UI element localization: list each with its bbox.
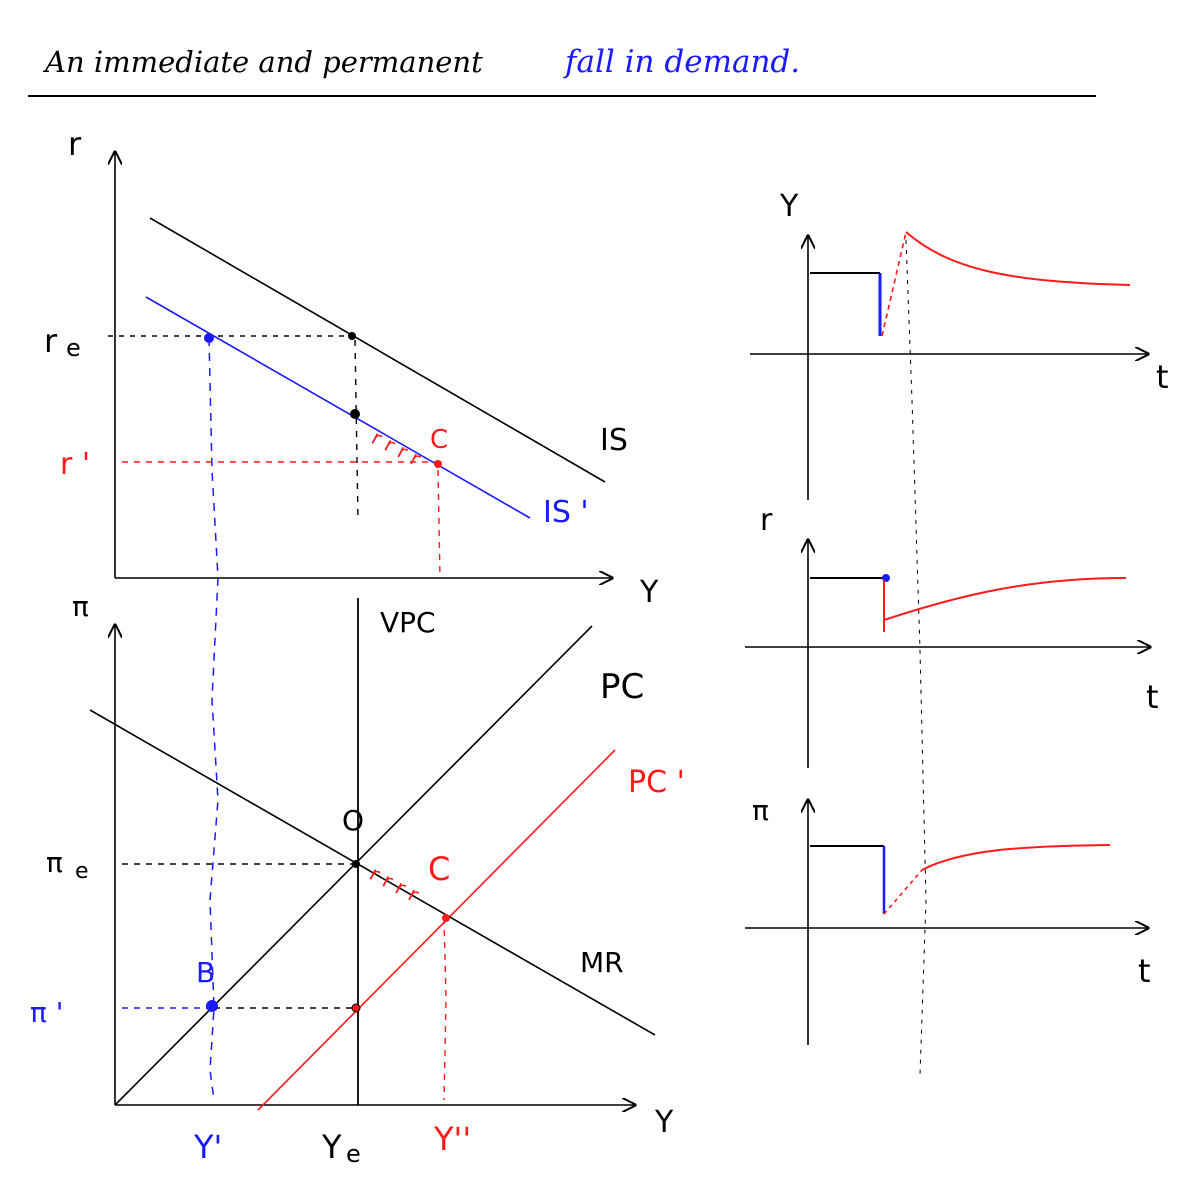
pi-panel-y-label: π xyxy=(752,794,769,827)
pc-prime-curve xyxy=(257,749,616,1111)
pi-path-recovery xyxy=(921,844,1111,871)
r-panel-x-label: t xyxy=(1146,678,1159,716)
ydouble-dashed-top xyxy=(437,469,441,579)
pc-point-b-label: B xyxy=(196,956,215,989)
pc-prime-label: PC ' xyxy=(628,765,685,800)
pie-label: π xyxy=(46,846,63,879)
yprime-connector xyxy=(208,337,219,1101)
pc-label: PC xyxy=(600,667,644,707)
pc-x-axis-label: Y xyxy=(654,1105,674,1140)
title-blue: fall in demand. xyxy=(563,44,800,80)
y-path-recovery xyxy=(905,231,1131,286)
rprime-label: r ' xyxy=(60,447,90,482)
is-prime-curve xyxy=(145,296,531,519)
pc-point-o-label: O xyxy=(342,804,364,837)
is-point-c xyxy=(434,460,442,468)
re-label: r xyxy=(44,322,58,360)
pi-time-panel: π t xyxy=(745,794,1151,1045)
pc-y-axis-label: π xyxy=(72,590,89,623)
time-guide xyxy=(905,239,927,1076)
is-curve xyxy=(149,217,606,483)
is-prime-label: IS ' xyxy=(543,495,589,530)
ye-label: Y xyxy=(321,1128,342,1166)
mr-curve xyxy=(89,709,656,1036)
is-y-axis-label: r xyxy=(68,125,82,163)
pc-point-ye xyxy=(351,1003,361,1013)
is-point-c-label: C xyxy=(430,425,448,455)
mr-label: MR xyxy=(580,946,624,979)
y-path-jump xyxy=(881,231,907,337)
re-sub: e xyxy=(66,334,81,362)
pc-adjust-arrows: r r r r xyxy=(366,861,424,907)
y-panel-y-label: Y xyxy=(779,189,799,224)
vpc-label: VPC xyxy=(380,606,436,639)
pi-panel-x-label: t xyxy=(1138,952,1151,990)
ydouble-connector xyxy=(443,917,447,1101)
pie-sub: e xyxy=(75,859,89,884)
pc-point-o xyxy=(352,860,360,868)
is-diagram: r Y IS IS ' r e r ' r r r r C VPC xyxy=(44,125,659,639)
piprime-label: π ' xyxy=(30,996,63,1029)
is-point-origin xyxy=(348,332,356,340)
yprime-label: Y' xyxy=(193,1128,222,1166)
y-time-panel: Y t xyxy=(750,189,1169,500)
r-time-panel: r t xyxy=(745,503,1159,768)
is-point-shifted xyxy=(350,409,360,419)
is-x-axis-label: Y xyxy=(639,575,659,610)
ye-dashed-top xyxy=(354,339,359,521)
ydouble-label: Y'' xyxy=(433,1120,471,1158)
title-black: An immediate and permanent xyxy=(42,45,483,79)
is-adjust-arrows: r r r r xyxy=(368,425,426,471)
pc-diagram: π Y PC PC ' MR π e π ' O B C r xyxy=(30,337,685,1168)
is-label: IS xyxy=(600,423,628,458)
pc-point-c-label: C xyxy=(428,850,450,888)
pc-point-b xyxy=(206,1000,218,1012)
r-path-recovery xyxy=(883,577,1127,621)
r-panel-y-label: r xyxy=(760,503,773,538)
pi-path-dashed xyxy=(883,869,923,915)
pc-point-c xyxy=(442,914,450,922)
ye-sub: e xyxy=(346,1140,361,1168)
y-panel-x-label: t xyxy=(1156,358,1169,396)
